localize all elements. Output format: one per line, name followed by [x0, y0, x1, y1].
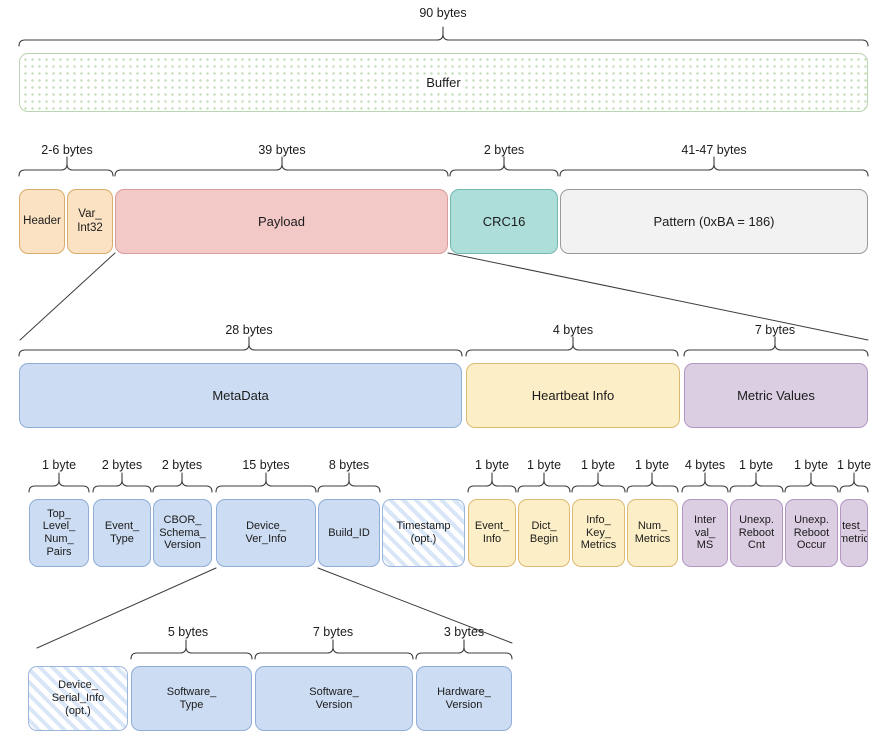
- box-pattern[interactable]: Pattern (0xBA = 186): [560, 189, 868, 254]
- caption-unexp-reboot-occur-size: 1 byte: [793, 458, 829, 472]
- box-unexp-reboot-occur-label: Unexp. Reboot Occur: [793, 513, 830, 552]
- box-device-serial-info-label: Device_ Serial_Info (opt.): [51, 679, 105, 717]
- caption-software-type-size: 5 bytes: [167, 625, 209, 639]
- box-device-ver-info-label: Device_ Ver_Info: [245, 520, 287, 545]
- box-hardware-version-label: Hardware_ Version: [437, 685, 491, 711]
- box-buffer-label: Buffer: [423, 74, 464, 91]
- box-dict-begin[interactable]: Dict_ Begin: [518, 499, 570, 567]
- box-event-type[interactable]: Event_ Type: [93, 499, 151, 567]
- box-var-int32[interactable]: Var_ Int32: [67, 189, 113, 254]
- box-device-ver-info[interactable]: Device_ Ver_Info: [216, 499, 316, 567]
- box-num-metrics-label: Num_ Metrics: [634, 520, 671, 545]
- box-dict-begin-label: Dict_ Begin: [529, 520, 559, 545]
- box-num-metrics[interactable]: Num_ Metrics: [627, 499, 678, 567]
- box-timestamp[interactable]: Timestamp (opt.): [382, 499, 465, 567]
- caption-heartbeat-size: 4 bytes: [552, 323, 594, 337]
- caption-event-type-size: 2 bytes: [101, 458, 143, 472]
- caption-dict-begin-size: 1 byte: [526, 458, 562, 472]
- box-crc16-label: CRC16: [482, 213, 526, 229]
- box-var-int32-label: Var_ Int32: [77, 208, 103, 234]
- box-unexp-reboot-occur[interactable]: Unexp. Reboot Occur: [785, 499, 838, 567]
- box-build-id-label: Build_ID: [328, 526, 370, 539]
- box-test-metric-label: test_ metric: [840, 520, 868, 545]
- box-header[interactable]: Header: [19, 189, 65, 254]
- box-software-version-label: Software_ Version: [309, 685, 359, 711]
- box-interval-ms-label: Inter val_ MS: [693, 513, 716, 552]
- caption-top-level-num-pairs-size: 1 byte: [41, 458, 77, 472]
- caption-test-metric-size: 1 byte: [836, 458, 872, 472]
- box-metric-values[interactable]: Metric Values: [684, 363, 868, 428]
- box-header-label: Header: [23, 214, 61, 227]
- box-build-id[interactable]: Build_ID: [318, 499, 380, 567]
- caption-hardware-version-size: 3 bytes: [443, 625, 485, 639]
- box-top-level-num-pairs[interactable]: Top_ Level_ Num_ Pairs: [29, 499, 89, 567]
- caption-device-ver-info-size: 15 bytes: [242, 458, 290, 472]
- box-timestamp-label: Timestamp (opt.): [396, 520, 451, 545]
- box-software-type[interactable]: Software_ Type: [131, 666, 252, 731]
- box-device-serial-info[interactable]: Device_ Serial_Info (opt.): [28, 666, 128, 731]
- box-unexp-reboot-cnt[interactable]: Unexp. Reboot Cnt: [730, 499, 783, 567]
- box-hardware-version[interactable]: Hardware_ Version: [416, 666, 512, 731]
- caption-num-metrics-size: 1 byte: [634, 458, 670, 472]
- box-info-key-metrics[interactable]: Info_ Key_ Metrics: [572, 499, 625, 567]
- caption-crc16-size: 2 bytes: [483, 143, 525, 157]
- box-test-metric[interactable]: test_ metric: [840, 499, 868, 567]
- box-pattern-label: Pattern (0xBA = 186): [653, 213, 775, 229]
- caption-unexp-reboot-cnt-size: 1 byte: [738, 458, 774, 472]
- box-event-info-label: Event_ Info: [474, 520, 510, 545]
- box-buffer[interactable]: Buffer: [19, 53, 868, 112]
- caption-info-key-metrics-size: 1 byte: [580, 458, 616, 472]
- box-cbor-schema-version[interactable]: CBOR_ Schema_ Version: [153, 499, 212, 567]
- box-heartbeat-info-label: Heartbeat Info: [531, 387, 615, 403]
- caption-event-info-size: 1 byte: [474, 458, 510, 472]
- caption-pattern-size: 41-47 bytes: [681, 143, 747, 157]
- box-metadata-label: MetaData: [212, 387, 269, 403]
- box-metadata[interactable]: MetaData: [19, 363, 462, 428]
- box-software-type-label: Software_ Type: [166, 685, 217, 711]
- caption-cbor-schema-version-size: 2 bytes: [161, 458, 203, 472]
- box-heartbeat-info[interactable]: Heartbeat Info: [466, 363, 680, 428]
- box-top-level-num-pairs-label: Top_ Level_ Num_ Pairs: [42, 507, 76, 558]
- caption-header-varint-size: 2-6 bytes: [41, 143, 93, 157]
- box-crc16[interactable]: CRC16: [450, 189, 558, 254]
- caption-software-version-size: 7 bytes: [312, 625, 354, 639]
- box-info-key-metrics-label: Info_ Key_ Metrics: [580, 513, 617, 552]
- box-event-info[interactable]: Event_ Info: [468, 499, 516, 567]
- caption-interval-ms-size: 4 bytes: [684, 458, 726, 472]
- caption-build-id-size: 8 bytes: [328, 458, 370, 472]
- box-unexp-reboot-cnt-label: Unexp. Reboot Cnt: [738, 513, 775, 552]
- box-cbor-schema-version-label: CBOR_ Schema_ Version: [159, 513, 206, 552]
- caption-metric-values-size: 7 bytes: [754, 323, 796, 337]
- box-software-version[interactable]: Software_ Version: [255, 666, 413, 731]
- box-payload-label: Payload: [258, 213, 305, 229]
- box-payload[interactable]: Payload: [115, 189, 448, 254]
- box-metric-values-label: Metric Values: [737, 387, 815, 403]
- caption-metadata-size: 28 bytes: [225, 323, 273, 337]
- box-interval-ms[interactable]: Inter val_ MS: [682, 499, 728, 567]
- caption-buffer-size: 90 bytes: [419, 6, 467, 20]
- caption-payload-size: 39 bytes: [258, 143, 306, 157]
- box-event-type-label: Event_ Type: [104, 520, 140, 545]
